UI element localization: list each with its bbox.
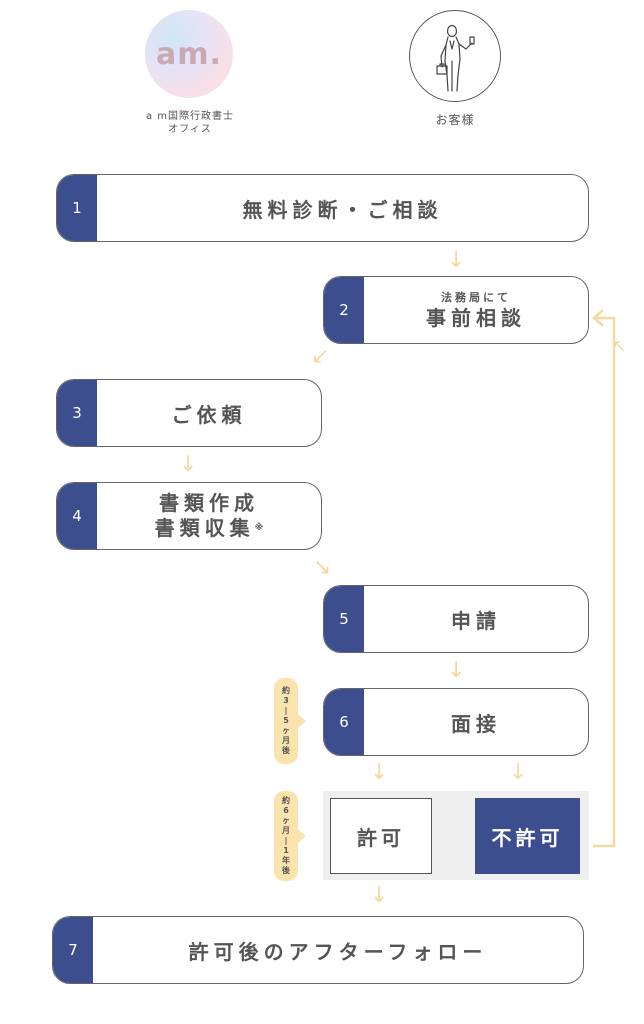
office-name: a m国際行政書士 オフィス (120, 110, 260, 136)
step-2-main-label: 事前相談 (426, 305, 526, 330)
interview-duration-tag: 約 3 | 5 ヶ 月 後 (274, 678, 298, 764)
duration-char: 3 (283, 696, 289, 705)
arrow-down-icon: ↓ (447, 658, 466, 683)
office-name-line-1: a m国際行政書士 (145, 111, 235, 122)
arrow-down-icon: ↓ (179, 452, 198, 477)
arrow-down-right-icon: ↘ (313, 555, 332, 580)
step-4-label-line-2: 書類収集※ (155, 516, 264, 541)
customer-label: お客様 (435, 113, 475, 127)
step-4-label-line-1: 書類作成 (159, 491, 259, 515)
result-duration-tag: 約 6 ヶ 月 | 1 年 後 (274, 791, 298, 881)
duration-char: ヶ (282, 726, 290, 735)
step-3-box: 3 ご依頼 (56, 379, 322, 447)
step-4-label: 書類作成 書類収集※ (97, 483, 321, 549)
duration-char: 月 (282, 736, 290, 745)
step-1-label: 無料診断・ご相談 (242, 197, 443, 222)
duration-char: | (284, 706, 288, 715)
step-2-box: 2 法務局にて 事前相談 (323, 276, 589, 344)
office-logo: am. (145, 10, 233, 98)
duration-char: 後 (282, 866, 290, 875)
businessman-icon (436, 24, 475, 92)
arrow-down-icon: ↓ (370, 760, 389, 785)
step-4-number: 4 (57, 483, 97, 549)
loop-back-arrow (592, 310, 616, 848)
step-6-label: 面接 (451, 711, 501, 736)
step-5-label: 申請 (451, 608, 501, 633)
step-5-number: 5 (324, 586, 364, 652)
step-7-label: 許可後のアフターフォロー (188, 939, 488, 964)
step-6-box: 6 面接 (323, 688, 589, 756)
duration-char: 年 (282, 856, 290, 865)
step-1-box: 1 無料診断・ご相談 (56, 174, 589, 242)
step-4-label-line-2-text: 書類収集 (154, 516, 255, 540)
note-mark: ※ (254, 523, 264, 533)
duration-char: 約 (282, 796, 290, 805)
arrow-down-icon: ↓ (447, 248, 466, 273)
duration-char: 約 (282, 686, 290, 695)
step-2-sublabel: 法務局にて (441, 290, 511, 304)
step-6-number: 6 (324, 689, 364, 755)
step-2-label: 法務局にて 事前相談 (364, 277, 588, 343)
step-1-number: 1 (57, 175, 97, 241)
duration-char: 5 (283, 716, 289, 725)
duration-char: 6 (283, 806, 289, 815)
office-name-line-2: オフィス (168, 124, 212, 135)
step-2-number: 2 (324, 277, 364, 343)
duration-char: ヶ (282, 816, 290, 825)
step-5-box: 5 申請 (323, 585, 589, 653)
step-7-number: 7 (53, 917, 93, 983)
duration-char: | (284, 836, 288, 845)
arrow-down-icon: ↓ (509, 760, 528, 785)
duration-char: 1 (283, 846, 289, 855)
tag-pointer (298, 829, 306, 843)
denied-box: 不許可 (475, 798, 580, 874)
duration-char: 後 (282, 746, 290, 755)
arrow-down-left-icon: ↙ (311, 344, 330, 369)
tag-pointer (298, 714, 306, 728)
step-4-box: 4 書類作成 書類収集※ (56, 482, 322, 550)
approved-box: 許可 (330, 798, 432, 874)
loop-arrow-edge-icon: ↖ (612, 336, 628, 357)
duration-char: 月 (282, 826, 290, 835)
step-3-label: ご依頼 (171, 402, 247, 427)
step-7-box: 7 許可後のアフターフォロー (52, 916, 584, 984)
customer-avatar (409, 10, 501, 102)
office-logo-text: am. (156, 36, 222, 72)
step-3-number: 3 (57, 380, 97, 446)
arrow-down-icon: ↓ (370, 883, 389, 908)
